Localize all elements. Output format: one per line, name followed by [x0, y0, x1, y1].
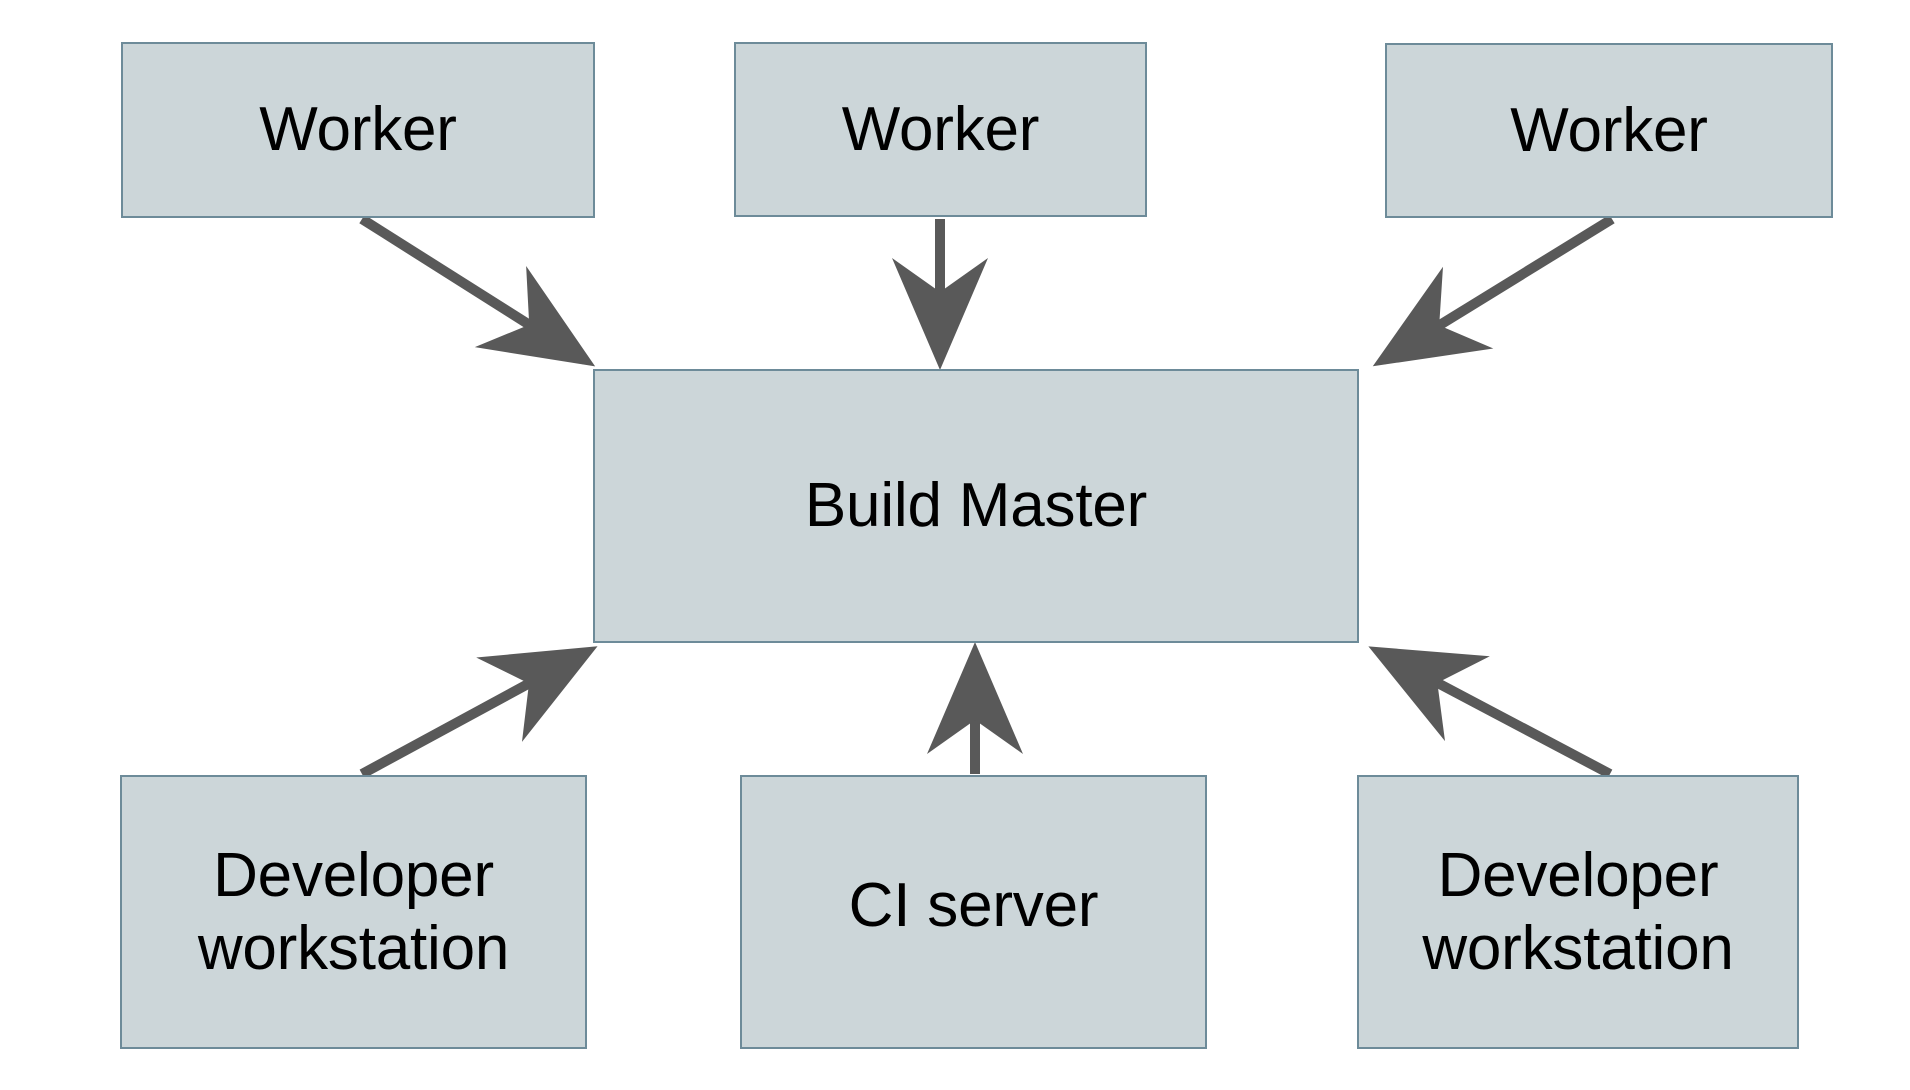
- edge-worker-3-to-build-master: [1372, 214, 1615, 367]
- node-build-master[interactable]: Build Master: [593, 369, 1359, 643]
- node-worker-2[interactable]: Worker: [734, 42, 1147, 217]
- node-ci-server-label: CI server: [848, 871, 1099, 941]
- edge-dev-left-to-build-master: [359, 646, 598, 779]
- edge-worker-1-to-build-master: [359, 214, 596, 367]
- node-developer-workstation-right-label: Developer workstation: [1422, 840, 1734, 983]
- node-worker-1-label: Worker: [259, 95, 457, 165]
- edge-dev-right-to-build-master: [1368, 646, 1613, 779]
- node-developer-workstation-left-label: Developer workstation: [197, 840, 510, 983]
- node-worker-1[interactable]: Worker: [121, 42, 595, 218]
- node-developer-workstation-right[interactable]: Developer workstation: [1357, 775, 1799, 1049]
- node-ci-server[interactable]: CI server: [740, 775, 1207, 1049]
- node-worker-3[interactable]: Worker: [1385, 43, 1833, 218]
- node-worker-3-label: Worker: [1510, 95, 1708, 165]
- node-build-master-label: Build Master: [804, 471, 1148, 541]
- node-worker-2-label: Worker: [841, 94, 1040, 164]
- node-developer-workstation-left[interactable]: Developer workstation: [120, 775, 587, 1049]
